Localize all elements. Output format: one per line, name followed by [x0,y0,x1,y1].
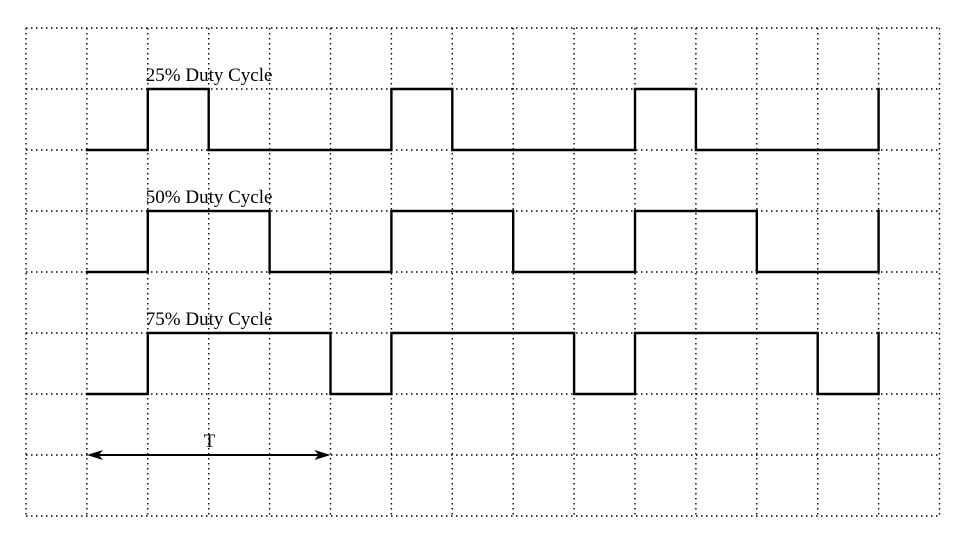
waveform-label: 75% Duty Cycle [146,309,273,330]
arrow-right-icon [314,450,331,460]
arrow-left-icon [86,450,103,460]
waveform-75-percent [85,331,880,396]
period-marker: T [86,431,331,460]
waveform-label: 50% Duty Cycle [146,187,273,208]
waveform-label: 25% Duty Cycle [146,65,273,86]
period-label: T [204,431,216,452]
waveforms [85,87,880,396]
waveform-25-percent [85,87,880,152]
waveform-50-percent [85,209,880,274]
waveform-labels: 25% Duty Cycle 50% Duty Cycle 75% Duty Cyc… [146,65,273,330]
